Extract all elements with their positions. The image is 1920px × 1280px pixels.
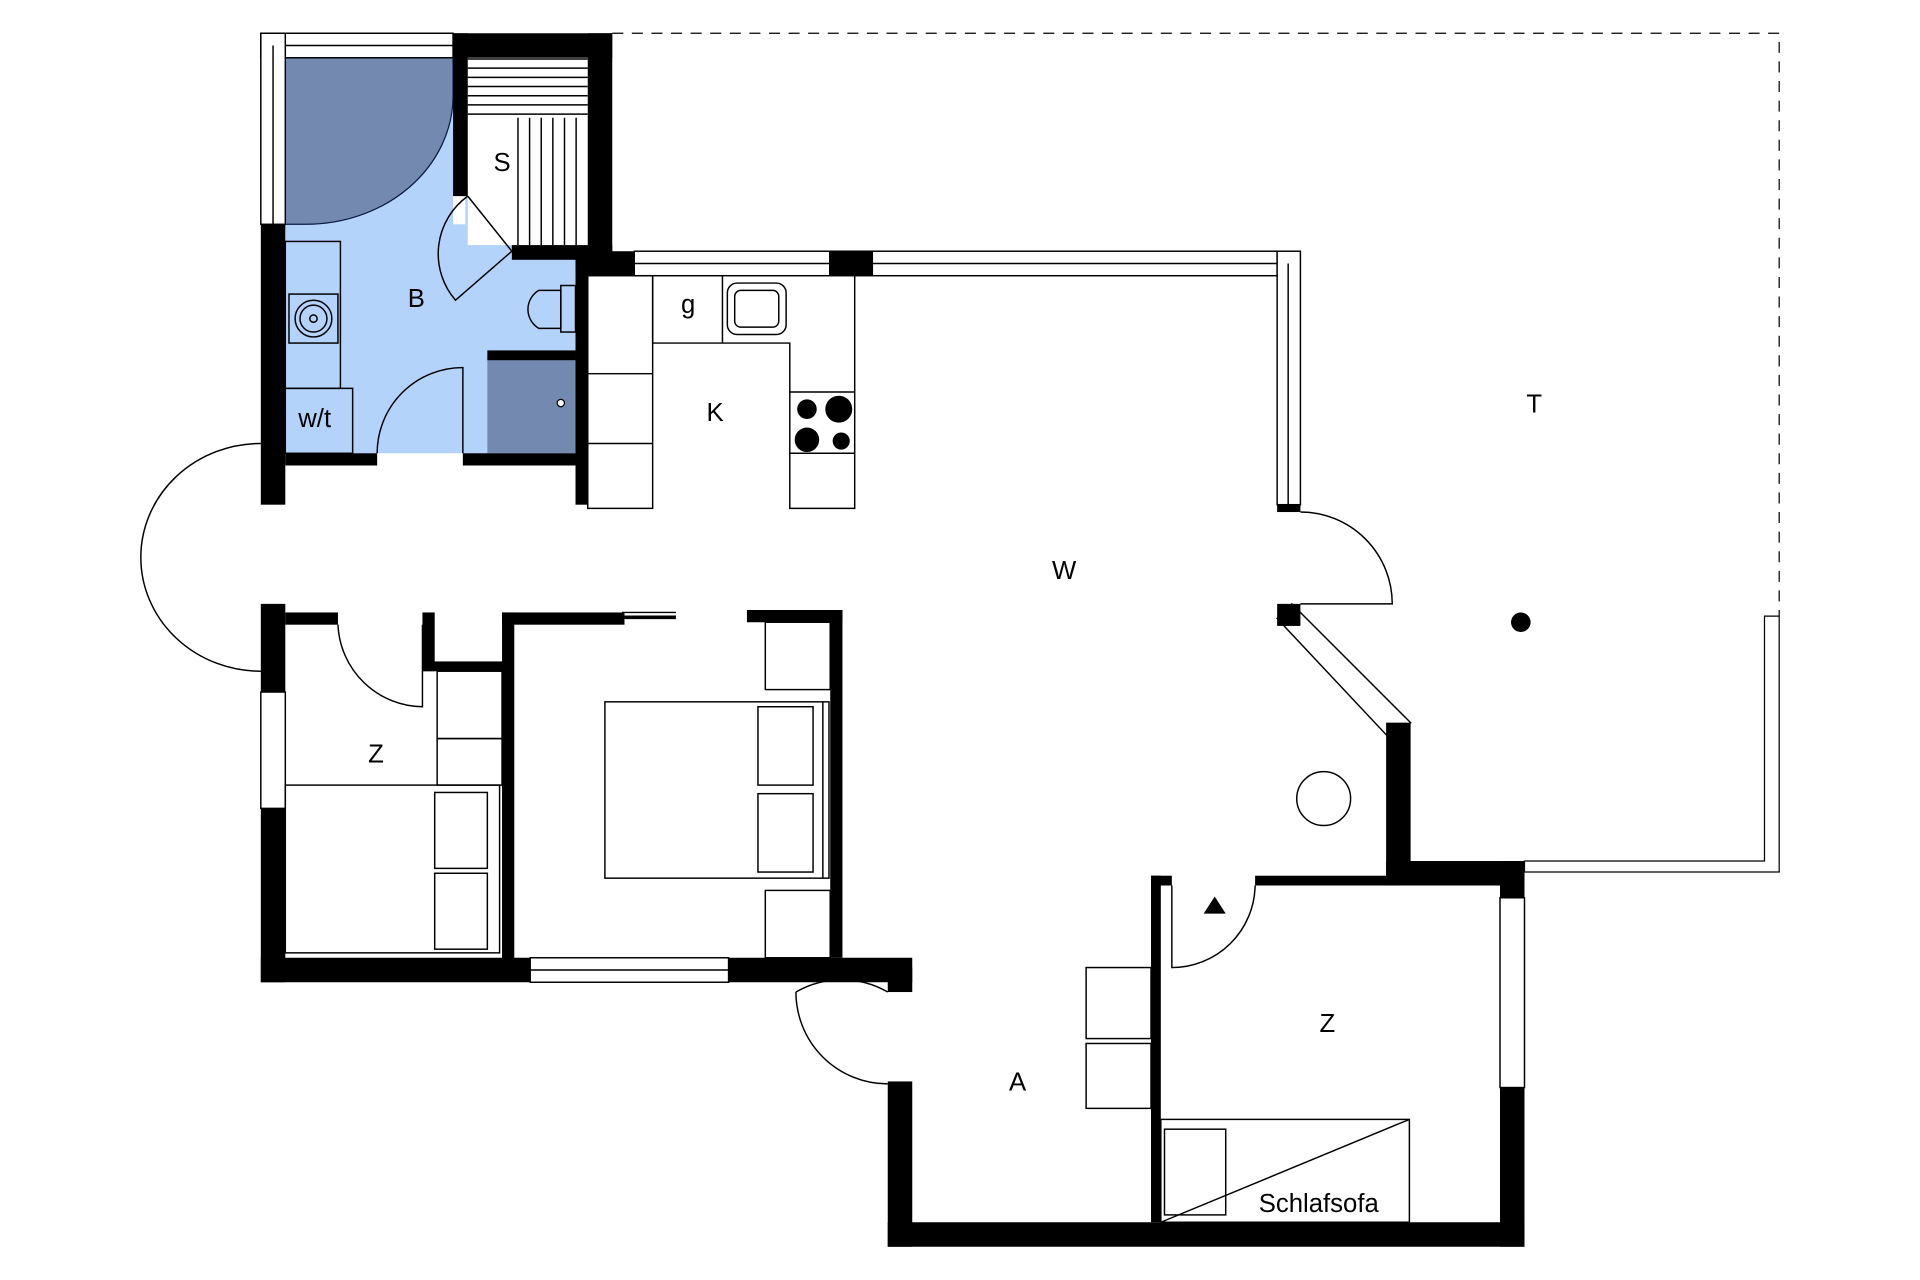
label-bath: B xyxy=(408,285,425,313)
label-bedroom-right: Z xyxy=(1319,1010,1335,1038)
label-sofa-bed: Schlafsofa xyxy=(1259,1190,1380,1218)
round-table xyxy=(1296,770,1352,827)
sink-icon xyxy=(288,293,339,344)
column-icon xyxy=(1511,612,1531,633)
terrace-outline xyxy=(612,32,1780,873)
arrow-up-icon xyxy=(1203,896,1226,914)
label-bedroom-left: Z xyxy=(368,741,384,769)
washer-dryer xyxy=(284,387,354,454)
label-g: g xyxy=(681,291,695,319)
bed-left xyxy=(284,784,501,954)
sauna-bench xyxy=(467,57,588,246)
toilet-icon xyxy=(527,289,562,330)
windows xyxy=(260,32,1526,1089)
stove-icon xyxy=(794,395,853,453)
walls xyxy=(260,33,1525,1247)
label-kitchen: K xyxy=(707,399,724,427)
label-living: W xyxy=(1052,557,1077,585)
doors xyxy=(140,195,1393,1085)
fixtures xyxy=(284,240,1411,1223)
label-terrace: T xyxy=(1526,390,1542,418)
label-sauna: S xyxy=(493,149,510,177)
label-washer-dryer: w/t xyxy=(297,405,331,433)
label-utility: A xyxy=(1009,1069,1027,1097)
kitchen-sink-icon xyxy=(726,282,787,336)
room-labels: S B g K w/t T W Z Z A Schlafsofa xyxy=(297,149,1542,1218)
double-bed xyxy=(604,701,830,879)
sofa-bed xyxy=(1160,1118,1411,1223)
shower-icon xyxy=(284,57,454,225)
